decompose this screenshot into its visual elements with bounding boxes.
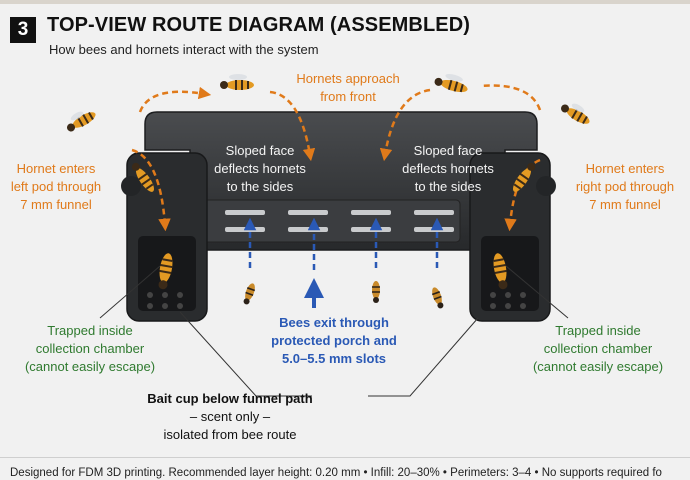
hornet-icon [63, 105, 98, 134]
bee-icon [242, 282, 257, 305]
left-pod [121, 153, 207, 321]
label-bait-cup: Bait cup below funnel path– scent only –… [140, 390, 320, 444]
hornet-icon [433, 70, 470, 94]
footer-rule [0, 457, 690, 458]
hornet-icon [220, 74, 254, 90]
bee-insects [242, 281, 445, 310]
bee-icon [372, 281, 380, 303]
hornet-icon [559, 98, 594, 127]
footer-print-notes: Designed for FDM 3D printing. Recommende… [10, 467, 662, 480]
bee-icon [430, 286, 445, 309]
